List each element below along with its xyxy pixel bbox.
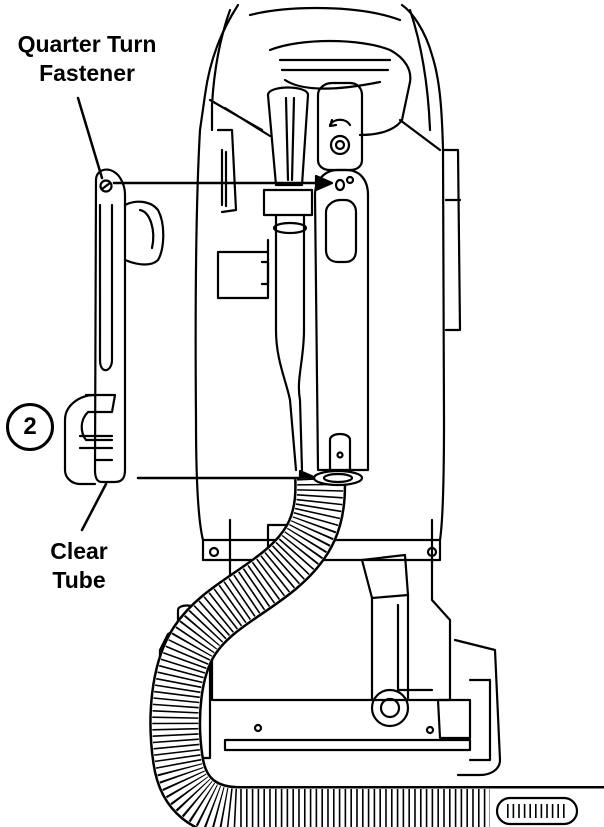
- step-number-badge: 2: [6, 403, 54, 451]
- arrow-bottom: [136, 469, 318, 487]
- arrow-top: [112, 174, 334, 192]
- quarter-turn-line2: Fastener: [39, 60, 135, 86]
- leader-clear-tube: [80, 482, 108, 532]
- leader-quarter-turn: [76, 96, 104, 180]
- flexible-hose: [149, 469, 604, 827]
- wand-tube: [216, 86, 314, 472]
- control-panel: [316, 81, 364, 185]
- clear-tube-line1: Clear: [50, 538, 108, 564]
- hose-channel: [313, 168, 370, 472]
- clear-tube-line2: Tube: [52, 567, 106, 593]
- quarter-turn-line1: Quarter Turn: [17, 31, 157, 57]
- quarter-turn-fastener-label: Quarter Turn Fastener: [2, 30, 172, 88]
- vacuum-body: [194, 3, 462, 542]
- clear-tube-label: Clear Tube: [14, 537, 144, 595]
- handle-attachment: [63, 168, 165, 486]
